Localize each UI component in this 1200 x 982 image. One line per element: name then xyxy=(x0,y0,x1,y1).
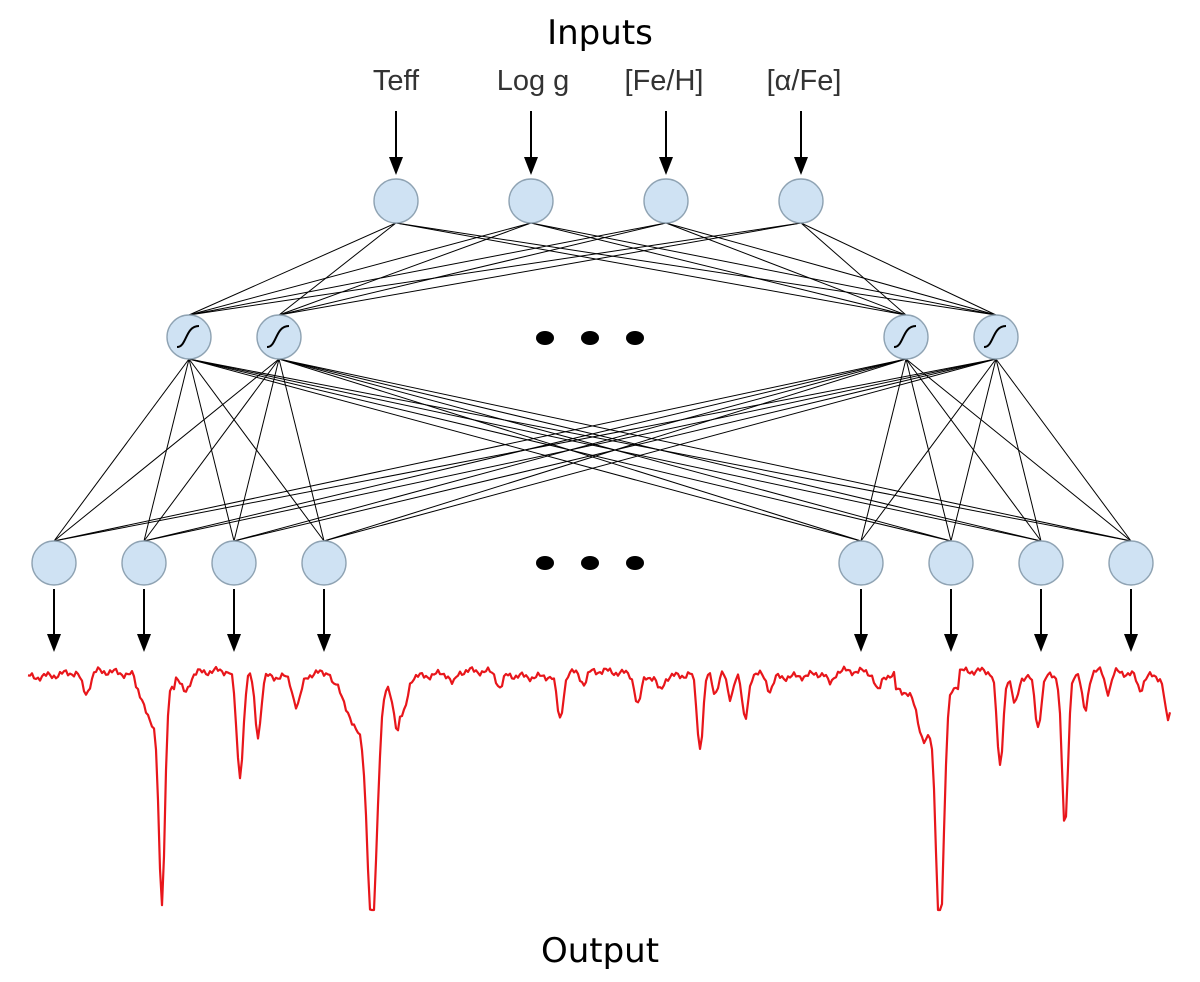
edge-hidden-3-output-4 xyxy=(860,358,997,542)
output-node-0 xyxy=(31,540,77,586)
edge-hidden-3-output-3 xyxy=(323,358,997,542)
edge-hidden-1-output-3 xyxy=(278,358,325,542)
output-arrows xyxy=(47,589,1138,652)
input-label-3: [α/Fe] xyxy=(767,65,842,97)
output-node-6 xyxy=(1018,540,1064,586)
output-node-4 xyxy=(838,540,884,586)
edge-hidden-3-output-5 xyxy=(950,358,997,542)
hidden-node-3 xyxy=(973,314,1019,360)
input-label-2: [Fe/H] xyxy=(625,65,704,97)
input-arrow-1-head xyxy=(524,157,538,175)
input-arrow-2-head xyxy=(659,157,673,175)
edge-hidden-2-output-0 xyxy=(53,358,907,542)
input-node-2 xyxy=(643,178,689,224)
output-node-3 xyxy=(301,540,347,586)
output-arrow-2-head xyxy=(227,634,241,652)
edge-input-3-hidden-0 xyxy=(188,222,802,316)
output-arrow-4 xyxy=(854,589,868,652)
input-arrow-3-head xyxy=(794,157,808,175)
edge-input-0-hidden-2 xyxy=(395,222,907,316)
edge-hidden-0-output-0 xyxy=(53,358,190,542)
output-spectrum xyxy=(27,665,1172,912)
network-nodes xyxy=(31,178,1154,586)
output-arrow-5 xyxy=(944,589,958,652)
output-arrow-2 xyxy=(227,589,241,652)
connection-edges xyxy=(53,222,1132,542)
output-arrow-1 xyxy=(137,589,151,652)
output-arrow-4-head xyxy=(854,634,868,652)
ellipsis-dot-4 xyxy=(581,556,599,570)
output-arrow-0-head xyxy=(47,634,61,652)
input-node-1 xyxy=(508,178,554,224)
input-arrow-1 xyxy=(524,111,538,175)
input-arrows xyxy=(389,111,808,175)
footer: Output xyxy=(541,931,659,971)
input-arrow-2 xyxy=(659,111,673,175)
sigmoid-icon xyxy=(893,325,917,348)
input-node-3 xyxy=(778,178,824,224)
edge-input-1-hidden-1 xyxy=(278,222,532,316)
input-label-0: Teff xyxy=(373,65,420,97)
output-arrow-6 xyxy=(1034,589,1048,652)
output-arrow-3 xyxy=(317,589,331,652)
hidden-node-2 xyxy=(883,314,929,360)
input-arrow-3 xyxy=(794,111,808,175)
sigmoid-icon xyxy=(176,325,200,348)
edge-input-1-hidden-3 xyxy=(530,222,997,316)
edge-input-3-hidden-3 xyxy=(800,222,997,316)
output-arrow-6-head xyxy=(1034,634,1048,652)
edge-input-3-hidden-2 xyxy=(800,222,907,316)
output-node-7 xyxy=(1108,540,1154,586)
edge-input-2-hidden-2 xyxy=(665,222,907,316)
output-arrow-7-head xyxy=(1124,634,1138,652)
input-label-1: Log g xyxy=(497,65,570,97)
edge-input-2-hidden-0 xyxy=(188,222,667,316)
output-arrow-1-head xyxy=(137,634,151,652)
edge-hidden-3-output-7 xyxy=(995,358,1132,542)
output-arrow-5-head xyxy=(944,634,958,652)
input-arrow-0-head xyxy=(389,157,403,175)
edge-hidden-1-output-1 xyxy=(143,358,280,542)
edge-input-1-hidden-0 xyxy=(188,222,532,316)
sigmoid-icon xyxy=(266,325,290,348)
input-labels: Teff Log g [Fe/H] [α/Fe] xyxy=(373,65,842,97)
title: Inputs xyxy=(547,13,653,53)
ellipsis-dot-0 xyxy=(536,331,554,345)
hidden-node-1 xyxy=(256,314,302,360)
edge-hidden-3-output-0 xyxy=(53,358,997,542)
edge-input-0-hidden-1 xyxy=(278,222,397,316)
hidden-node-0 xyxy=(166,314,212,360)
ellipsis-dot-1 xyxy=(581,331,599,345)
edge-input-2-hidden-3 xyxy=(665,222,997,316)
ellipsis-dot-3 xyxy=(536,556,554,570)
ellipsis-dots xyxy=(536,331,644,570)
ellipsis-dot-5 xyxy=(626,556,644,570)
output-arrow-7 xyxy=(1124,589,1138,652)
ellipsis-dot-2 xyxy=(626,331,644,345)
edge-hidden-2-output-4 xyxy=(860,358,907,542)
output-arrow-0 xyxy=(47,589,61,652)
edge-input-3-hidden-1 xyxy=(278,222,802,316)
edge-hidden-3-output-1 xyxy=(143,358,997,542)
edge-input-2-hidden-1 xyxy=(278,222,667,316)
output-node-1 xyxy=(121,540,167,586)
edge-hidden-1-output-0 xyxy=(53,358,280,542)
output-arrow-3-head xyxy=(317,634,331,652)
edge-hidden-1-output-7 xyxy=(278,358,1132,542)
edge-hidden-3-output-2 xyxy=(233,358,997,542)
output-node-5 xyxy=(928,540,974,586)
output-node-2 xyxy=(211,540,257,586)
edge-input-0-hidden-0 xyxy=(188,222,397,316)
edge-hidden-1-output-2 xyxy=(233,358,280,542)
sigmoid-icon xyxy=(983,325,1007,348)
edge-hidden-3-output-6 xyxy=(995,358,1042,542)
input-arrow-0 xyxy=(389,111,403,175)
input-node-0 xyxy=(373,178,419,224)
edge-input-0-hidden-3 xyxy=(395,222,997,316)
edge-input-1-hidden-2 xyxy=(530,222,907,316)
